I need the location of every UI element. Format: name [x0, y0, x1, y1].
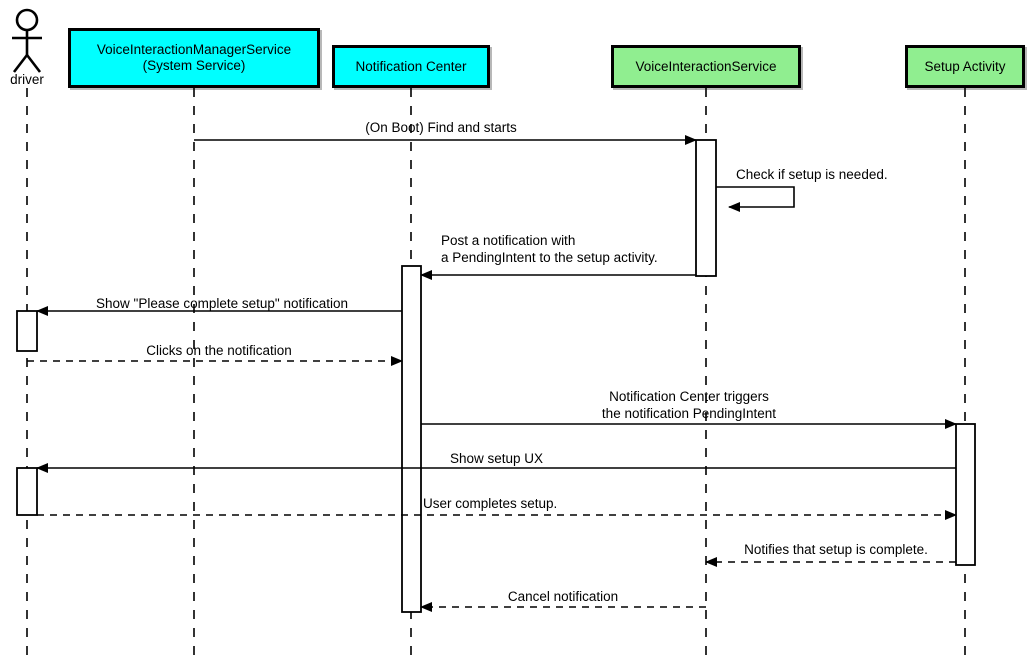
- activation-bar-driver: [16, 467, 38, 516]
- message-line-m2: [716, 186, 795, 212]
- activation-bar-setup-activity: [955, 423, 976, 566]
- participant-box-vims[interactable]: VoiceInteractionManagerService (System S…: [68, 28, 320, 88]
- activation-bar-vis: [695, 139, 717, 277]
- activation-bars-group: [16, 139, 976, 613]
- participant-label-vims: VoiceInteractionManagerService (System S…: [96, 42, 292, 73]
- participant-label-setup-activity: Setup Activity: [924, 58, 1006, 74]
- message-label-m7: Show setup UX: [450, 451, 544, 466]
- message-arrows-group: [27, 135, 957, 612]
- participant-label-notification-center: Notification Center: [355, 58, 467, 74]
- activation-bar-notification-center: [401, 265, 422, 613]
- message-m2[interactable]: [716, 186, 795, 212]
- message-label-m9: Notifies that setup is complete.: [744, 542, 928, 557]
- message-label-m10: Cancel notification: [507, 589, 619, 604]
- participant-label-vis: VoiceInteractionService: [635, 58, 777, 74]
- message-label-m6: Notification Center triggers the notific…: [601, 389, 777, 421]
- message-label-m8: User completes setup.: [423, 496, 558, 511]
- participant-box-setup-activity[interactable]: Setup Activity: [905, 45, 1025, 88]
- actor-figures-group: [12, 8, 42, 73]
- participant-box-notification-center[interactable]: Notification Center: [332, 45, 490, 88]
- message-label-m3: Post a notification with a PendingIntent…: [441, 233, 658, 265]
- message-label-m2: Check if setup is needed.: [736, 167, 888, 182]
- actor-figure-driver: [12, 8, 42, 73]
- activation-bar-driver: [16, 310, 38, 352]
- participant-box-vis[interactable]: VoiceInteractionService: [611, 45, 801, 88]
- message-label-m5: Clicks on the notification: [146, 343, 292, 358]
- message-label-m4: Show "Please complete setup" notificatio…: [96, 296, 348, 311]
- actor-label-driver: driver: [10, 72, 44, 87]
- message-label-m1: (On Boot) Find and starts: [365, 120, 517, 135]
